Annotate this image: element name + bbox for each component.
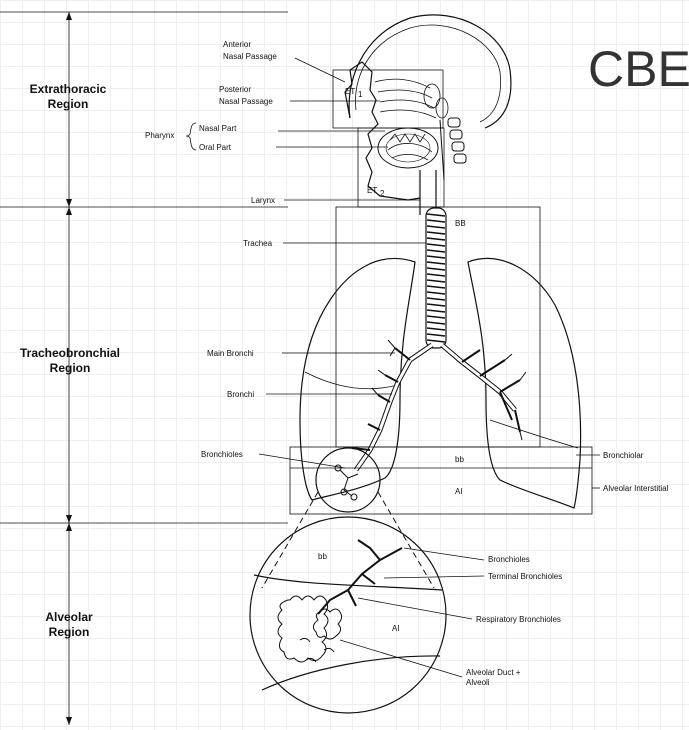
right-lung-fissure	[490, 420, 578, 448]
magnify-circle-large	[250, 517, 446, 713]
region-tracheobronchial-line2: Region	[50, 361, 91, 375]
bronchial-tree	[352, 340, 526, 470]
oral-cavity	[378, 128, 438, 168]
label-nasal-part: Nasal Part	[199, 124, 237, 133]
label-main-bronchi: Main Bronchi	[207, 349, 254, 358]
label-posterior-nasal-2: Nasal Passage	[219, 97, 273, 106]
label-posterior-nasal-1: Posterior	[219, 85, 251, 94]
label-anterior-nasal-1: Anterior	[223, 40, 251, 49]
label-oral-part: Oral Part	[199, 143, 232, 152]
label-terminal-bronchioles: Terminal Bronchioles	[488, 572, 562, 581]
zoom-bronchioles	[318, 540, 402, 614]
ai-lower-label: AI	[455, 487, 463, 496]
label-larynx: Larynx	[251, 196, 275, 205]
corner-text: CBE	[588, 41, 689, 97]
region-extrathoracic-line1: Extrathoracic	[30, 82, 107, 96]
et1-label: ET	[345, 87, 355, 96]
right-lung	[468, 259, 581, 508]
nasal-cavity	[375, 79, 448, 118]
label-bronchi: Bronchi	[227, 390, 254, 399]
label-anterior-nasal-2: Nasal Passage	[223, 52, 277, 61]
region-alveolar-line1: Alveolar	[45, 610, 93, 624]
head-inner-outline	[355, 25, 500, 122]
et2-subscript: 2	[380, 189, 385, 198]
bb-lower-label: bb	[455, 455, 464, 464]
zoom-alveoli	[278, 596, 342, 662]
region-tracheobronchial-line1: Tracheobronchial	[20, 346, 120, 360]
label-bronchioles-zoom: Bronchioles	[488, 555, 530, 564]
bb-ai-box	[290, 447, 592, 514]
bb-upper-label: BB	[455, 219, 466, 228]
label-alveolar-duct-1: Alveolar Duct +	[466, 668, 521, 677]
label-pharynx: Pharynx	[145, 131, 174, 140]
trachea	[426, 208, 446, 348]
zoom-lower-boundary	[262, 656, 440, 690]
et2-label: ET	[367, 186, 377, 195]
et1-subscript: 1	[358, 90, 363, 99]
region-alveolar-line2: Region	[49, 625, 90, 639]
label-bronchiolar: Bronchiolar	[603, 451, 644, 460]
label-alveolar-interstitial: Alveolar Interstitial	[603, 484, 669, 493]
head-outline	[349, 15, 511, 128]
zoom-line-right	[378, 492, 434, 588]
label-respiratory-bronchioles: Respiratory Bronchioles	[476, 615, 561, 624]
label-bronchioles: Bronchioles	[201, 450, 243, 459]
label-trachea: Trachea	[243, 239, 273, 248]
pharynx-brace	[186, 123, 196, 150]
circle-bb-label: bb	[318, 552, 327, 561]
region-extrathoracic-line2: Region	[48, 97, 89, 111]
circle-ai-label: AI	[392, 624, 400, 633]
small-circle-acini	[335, 465, 358, 500]
magnify-circle-small	[316, 448, 380, 512]
label-alveolar-duct-2: Alveoli	[466, 678, 490, 687]
